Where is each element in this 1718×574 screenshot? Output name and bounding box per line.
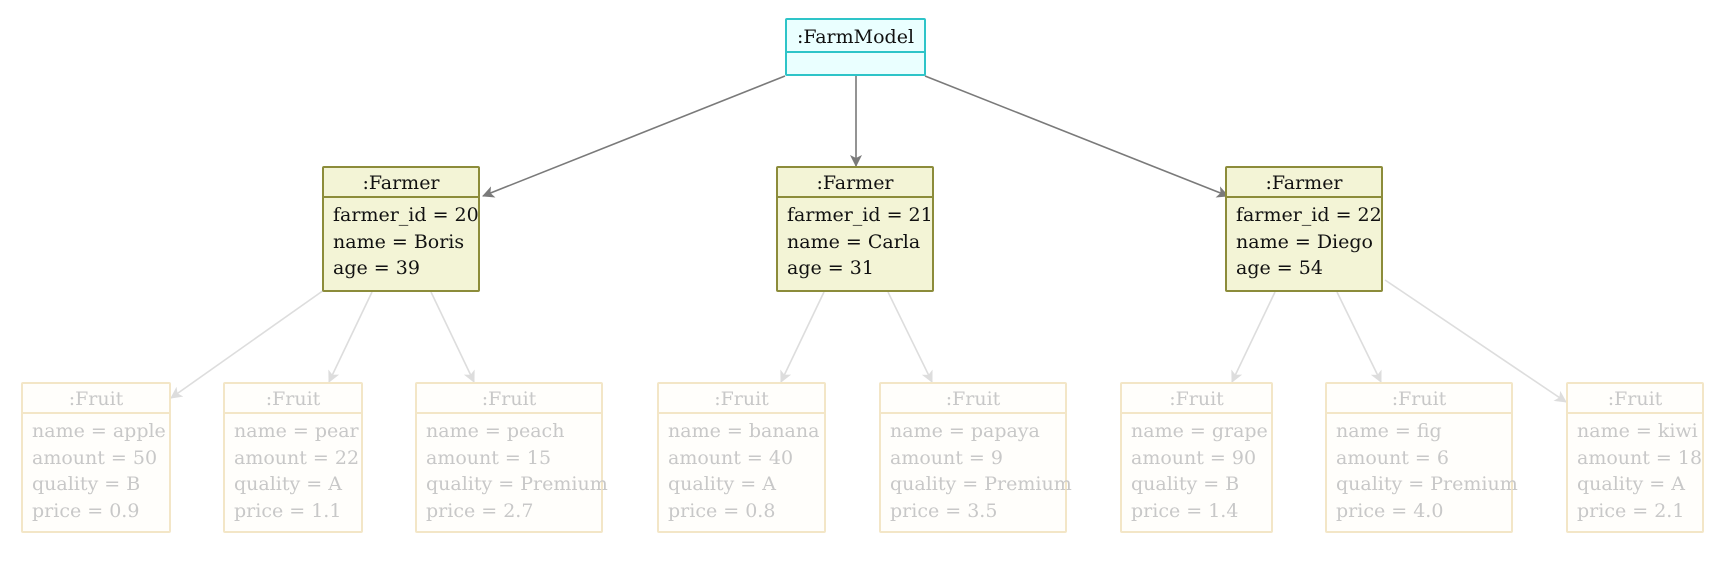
edge-farmer2-fruit-papaya: [887, 291, 933, 383]
fruit-attributes: name = apple amount = 50 quality = B pri…: [23, 414, 169, 524]
fruit-attr-quality: quality = A: [234, 473, 342, 495]
fruit-node-apple[interactable]: :Fruit name = apple amount = 50 quality …: [21, 382, 171, 533]
farmer-attributes: farmer_id = 22 name = Diego age = 54: [1227, 198, 1382, 282]
fruit-node-fig[interactable]: :Fruit name = fig amount = 6 quality = P…: [1325, 382, 1518, 533]
fruit-attr-amount: amount = 50: [32, 446, 158, 469]
fruit-attr-amount: amount = 15: [426, 446, 552, 469]
fruit-attr-amount: amount = 6: [1336, 446, 1449, 469]
fruit-title: :Fruit: [1568, 384, 1702, 414]
fruit-attr-name: name = kiwi: [1577, 420, 1698, 442]
fruit-attr-amount: amount = 90: [1131, 446, 1257, 469]
fruit-attr-name: name = banana: [668, 420, 820, 442]
fruit-title: :Fruit: [1122, 384, 1271, 414]
fruit-attributes: name = papaya amount = 9 quality = Premi…: [881, 414, 1072, 524]
fruit-attr-amount: amount = 22: [234, 446, 360, 469]
fruit-node-pear[interactable]: :Fruit name = pear amount = 22 quality =…: [223, 382, 363, 533]
farmer-attr-age: age = 39: [333, 257, 420, 279]
fruit-attr-name: name = fig: [1336, 420, 1442, 442]
fruit-attr-name: name = peach: [426, 420, 565, 442]
edge-model-farmer-3: [924, 75, 1229, 198]
farmer-attr-name: name = Carla: [787, 230, 921, 253]
fruit-attr-price: price = 4.0: [1336, 499, 1444, 522]
edge-farmer1-fruit-apple: [170, 289, 325, 399]
edge-farmer1-fruit-peach: [430, 291, 475, 383]
farmer-attr-age: age = 31: [787, 257, 874, 279]
edge-farmer2-fruit-banana: [780, 291, 825, 383]
farmer-attr-id: farmer_id = 21: [787, 204, 933, 226]
fruit-title: :Fruit: [225, 384, 361, 414]
edge-farmer3-fruit-grape: [1231, 291, 1276, 383]
fruit-node-banana[interactable]: :Fruit name = banana amount = 40 quality…: [657, 382, 826, 533]
fruit-attr-quality: quality = B: [32, 473, 141, 495]
farmer-title: :Farmer: [324, 168, 478, 198]
farmer-node-1[interactable]: :Farmer farmer_id = 20 name = Boris age …: [322, 166, 480, 292]
edge-farmer3-fruit-fig: [1336, 291, 1382, 383]
fruit-attr-name: name = pear: [234, 420, 359, 442]
farmer-title: :Farmer: [778, 168, 932, 198]
farmer-node-2[interactable]: :Farmer farmer_id = 21 name = Carla age …: [776, 166, 934, 292]
fruit-node-papaya[interactable]: :Fruit name = papaya amount = 9 quality …: [879, 382, 1072, 533]
fruit-title: :Fruit: [1327, 384, 1511, 414]
farmer-attr-name: name = Diego: [1236, 230, 1373, 253]
fruit-title: :Fruit: [23, 384, 169, 414]
farmer-attr-name: name = Boris: [333, 230, 465, 253]
fruit-attr-quality: quality = Premium: [426, 473, 608, 495]
fruit-attributes: name = kiwi amount = 18 quality = A pric…: [1568, 414, 1702, 524]
edge-farmer3-fruit-kiwi: [1384, 279, 1567, 403]
fruit-attr-name: name = apple: [32, 420, 166, 442]
fruit-attributes: name = peach amount = 15 quality = Premi…: [417, 414, 608, 524]
fruit-attr-price: price = 0.9: [32, 499, 140, 522]
fruit-attr-quality: quality = B: [1131, 473, 1240, 495]
fruit-attr-quality: quality = A: [668, 473, 776, 495]
fruit-attributes: name = banana amount = 40 quality = A pr…: [659, 414, 824, 524]
farmer-attr-id: farmer_id = 20: [333, 204, 479, 226]
fruit-attr-amount: amount = 9: [890, 446, 1003, 469]
farmer-attr-age: age = 54: [1236, 257, 1323, 279]
fruit-attr-quality: quality = Premium: [890, 473, 1072, 495]
fruit-attr-quality: quality = A: [1577, 473, 1685, 495]
fruit-attr-name: name = grape: [1131, 420, 1268, 442]
edge-model-farmer-1: [482, 75, 786, 198]
fruit-attributes: name = fig amount = 6 quality = Premium …: [1327, 414, 1518, 524]
fruit-title: :Fruit: [659, 384, 824, 414]
fruit-node-peach[interactable]: :Fruit name = peach amount = 15 quality …: [415, 382, 608, 533]
fruit-attributes: name = pear amount = 22 quality = A pric…: [225, 414, 361, 524]
fruit-attr-price: price = 3.5: [890, 499, 998, 522]
farmer-title: :Farmer: [1227, 168, 1381, 198]
fruit-attr-price: price = 1.4: [1131, 499, 1239, 522]
farmer-attr-id: farmer_id = 22: [1236, 204, 1382, 226]
farm-model-node[interactable]: :FarmModel: [785, 18, 926, 76]
fruit-attr-quality: quality = Premium: [1336, 473, 1518, 495]
farmer-attributes: farmer_id = 21 name = Carla age = 31: [778, 198, 933, 282]
fruit-title: :Fruit: [881, 384, 1065, 414]
farmer-attributes: farmer_id = 20 name = Boris age = 39: [324, 198, 479, 282]
fruit-node-kiwi[interactable]: :Fruit name = kiwi amount = 18 quality =…: [1566, 382, 1704, 533]
farm-model-title: :FarmModel: [787, 20, 924, 53]
farmer-node-3[interactable]: :Farmer farmer_id = 22 name = Diego age …: [1225, 166, 1383, 292]
edge-farmer1-fruit-pear: [328, 291, 373, 383]
fruit-attr-price: price = 2.7: [426, 499, 534, 522]
fruit-attr-price: price = 2.1: [1577, 499, 1685, 522]
fruit-attr-amount: amount = 40: [668, 446, 794, 469]
fruit-title: :Fruit: [417, 384, 601, 414]
fruit-attr-price: price = 0.8: [668, 499, 776, 522]
fruit-attr-amount: amount = 18: [1577, 446, 1703, 469]
fruit-attr-price: price = 1.1: [234, 499, 342, 522]
fruit-node-grape[interactable]: :Fruit name = grape amount = 90 quality …: [1120, 382, 1273, 533]
fruit-attributes: name = grape amount = 90 quality = B pri…: [1122, 414, 1271, 524]
fruit-attr-name: name = papaya: [890, 420, 1040, 442]
